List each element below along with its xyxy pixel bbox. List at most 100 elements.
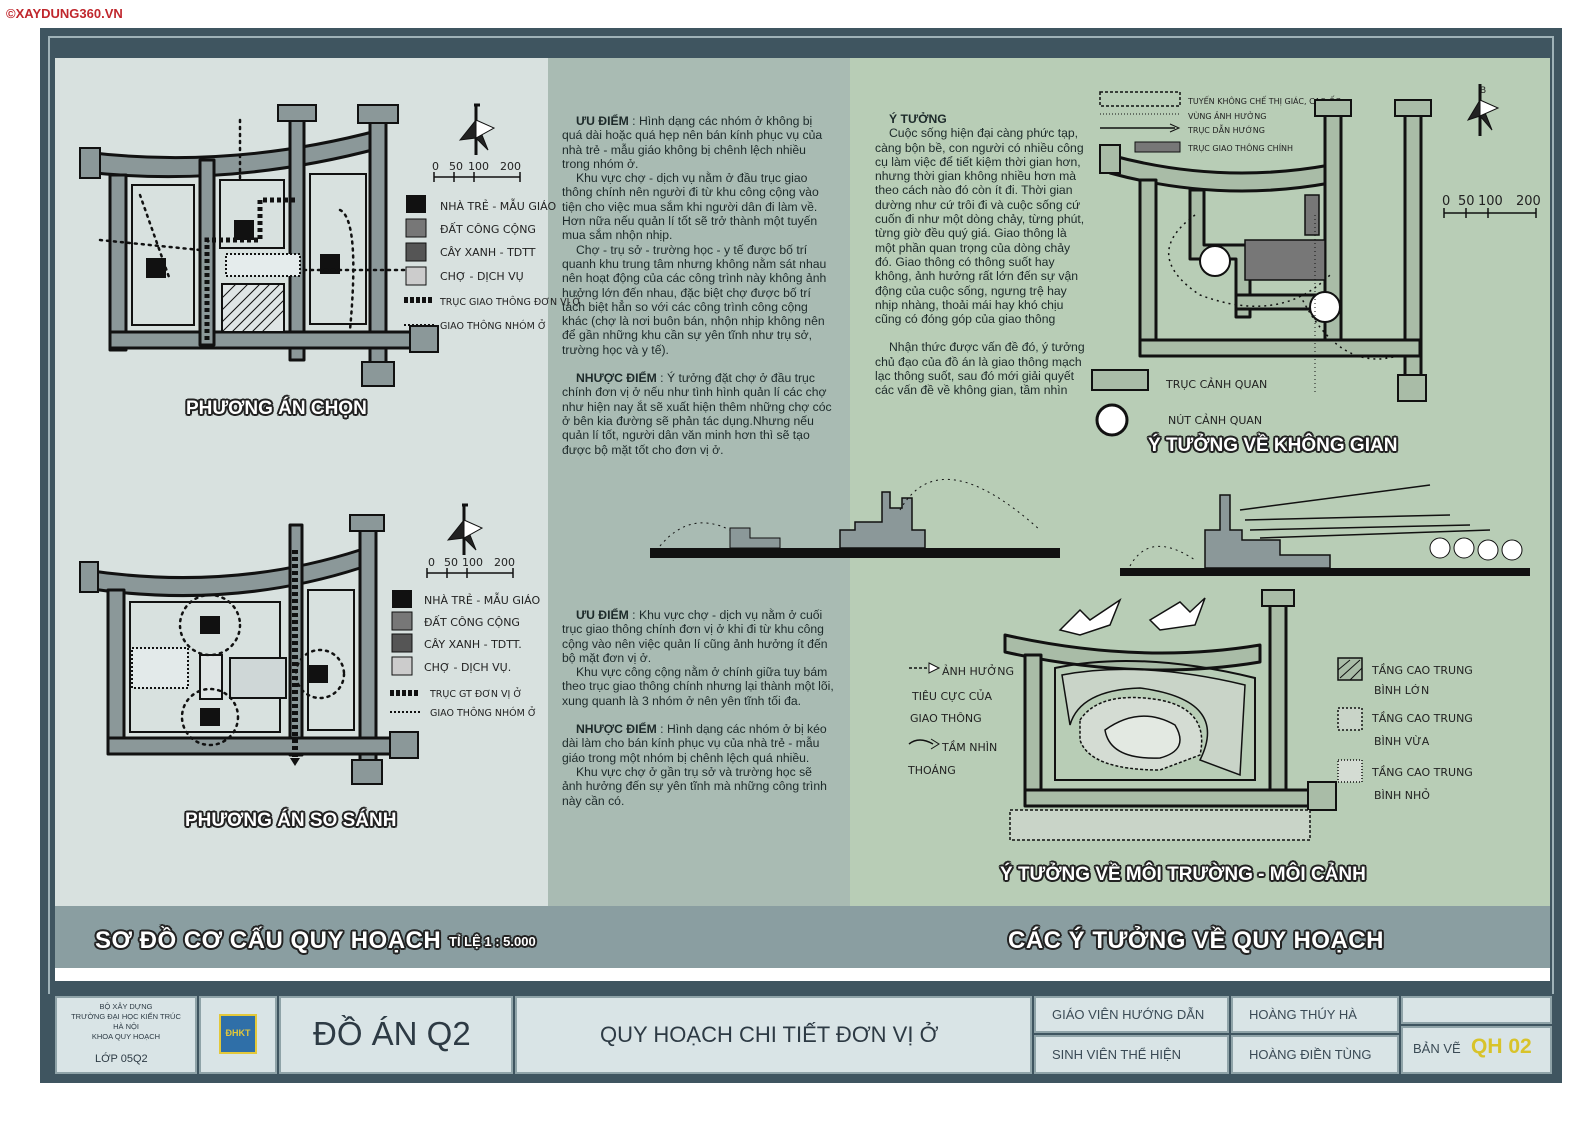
university-logo-icon: ĐHKT	[219, 1014, 257, 1054]
scale-label-100: 100	[468, 160, 489, 173]
logo-cell: ĐHKT	[199, 996, 277, 1074]
class-label: LỚP 05Q2	[95, 1053, 148, 1065]
space-idea-drawing	[1099, 99, 1432, 402]
env-legend-left-icons	[908, 662, 941, 750]
space-legend-icons	[1099, 91, 1181, 153]
legend2-item-4: TRỤC GT ĐƠN VỊ Ở	[430, 689, 523, 700]
legend1-item-2: CÂY XANH - TDTT	[440, 246, 536, 259]
analysis-block-1: ƯU ĐIỂM : Hình dạng các nhóm ở không bị …	[562, 114, 834, 457]
legend2-item-0: NHÀ TRẺ - MẪU GIÁO	[424, 594, 541, 607]
legend2-item-3: CHỢ - DỊCH VỤ.	[424, 661, 512, 674]
legend1-item-0: NHÀ TRẺ - MẪU GIÁO	[440, 200, 557, 213]
caption-compare-plan: PHƯƠNG ÁN SO SÁNH	[185, 810, 397, 831]
dis-p2-2: Khu vực chợ ở gần trụ sở và trường học s…	[562, 764, 827, 808]
env-legend-right-0b: BÌNH LỚN	[1374, 684, 1430, 697]
adv-text-2: : Khu vực chợ - dịch vụ nằm ở cuối trục …	[562, 608, 828, 665]
scale3-label-200: 200	[1516, 194, 1541, 209]
scale2-label-0: 0	[428, 556, 435, 569]
adv-title-1: ƯU ĐIỂM	[576, 114, 629, 128]
skyline-section-1	[650, 478, 1060, 558]
scale3-label-0: 0	[1442, 194, 1451, 209]
school-line-0: BỘ XÂY DỰNG	[99, 1002, 153, 1011]
env-legend-left-0: ẢNH HƯỞNG	[942, 665, 1015, 678]
plan-compare-drawing	[79, 514, 419, 785]
scale3-label-50: 50	[1458, 194, 1475, 209]
student-name-cell: HOÀNG ĐIỀN TÙNG	[1231, 1035, 1399, 1074]
panel-analysis-text	[548, 58, 850, 906]
caption-environment-idea: Ý TƯỞNG VỀ MÔI TRƯỜNG - MÔI CẢNH	[1000, 864, 1366, 885]
school-line-3: KHOA QUY HOẠCH	[91, 1032, 161, 1041]
project-title: ĐỒ ÁN Q2	[313, 1015, 471, 1052]
subject-title: QUY HOẠCH CHI TIẾT ĐƠN VỊ Ở	[600, 1022, 939, 1047]
idea-block: Ý TƯỞNG Cuộc sống hiện đại càng phức tạp…	[875, 112, 1085, 398]
adv-p3-1: Chợ - trụ sở - trường học - y tế được bố…	[562, 242, 827, 357]
north-arrow-icon	[1466, 84, 1500, 136]
planning-ideas-title: CÁC Ý TƯỞNG VỀ QUY HOẠCH	[1008, 927, 1384, 954]
legend1-item-4: TRỤC GIAO THÔNG ĐƠN VỊ Ở	[440, 297, 582, 308]
dis-text-1: : Ý tưởng đặt chợ ở đầu trục chính đơn v…	[562, 371, 832, 457]
space-legend-0: TUYẾN KHÔNG CHẾ THỊ GIÁC, CAO ỐC	[1188, 97, 1341, 106]
env-legend-right-2b: BÌNH NHỎ	[1374, 789, 1430, 802]
legend2-item-5: GIAO THÔNG NHÓM Ở	[430, 708, 537, 719]
north-label: B	[1480, 86, 1487, 96]
sheet-label: BẢN VẼ	[1413, 1041, 1461, 1056]
advisor-label-cell: GIÁO VIÊN HƯỚNG DẪN	[1034, 996, 1229, 1033]
env-legend-left-1: TIÊU CỰC CỦA	[912, 690, 993, 703]
school-line-2: HÀ NỘI	[113, 1022, 139, 1031]
legend1-item-1: ĐẤT CÔNG CỘNG	[440, 223, 536, 236]
plan-selected-drawing	[79, 104, 439, 387]
project-cell: ĐỒ ÁN Q2	[279, 996, 513, 1074]
scale2-label-50: 50	[444, 556, 458, 569]
structure-plan-title: SƠ ĐỒ CƠ CẤU QUY HOẠCH	[95, 927, 442, 954]
dis-title-2: NHƯỢC ĐIỂM	[576, 722, 657, 737]
scale-bar-2	[426, 568, 514, 578]
scale-note: TỈ LỆ 1 : 5.000	[449, 934, 536, 949]
legend2-item-2: CÂY XANH - TDTT.	[424, 638, 522, 651]
advisor-label: GIÁO VIÊN HƯỚNG DẪN	[1052, 1007, 1205, 1022]
env-legend-left-3: TẦM NHÌN	[942, 741, 998, 754]
caption-selected-plan: PHƯƠNG ÁN CHỌN	[186, 398, 367, 419]
scale-label-200: 200	[500, 160, 521, 173]
scale-bar-3	[1443, 208, 1537, 218]
adv-title-2: ƯU ĐIỂM	[576, 608, 629, 622]
legend-icons-1	[404, 195, 434, 326]
north-arrow-icon	[458, 103, 496, 155]
school-line-1: TRƯỜNG ĐẠI HỌC KIẾN TRÚC	[71, 1012, 181, 1021]
watermark: ©XAYDUNG360.VN	[6, 6, 123, 21]
space-legend-1: VÙNG ẢNH HƯỞNG	[1188, 112, 1267, 121]
space-legend-3: TRỤC GIAO THÔNG CHÍNH	[1188, 144, 1294, 153]
env-legend-left-4: THOÁNG	[908, 764, 956, 777]
idea-text-2: Nhận thức được vấn đề đó, ý tưởng chủ đạ…	[875, 340, 1085, 398]
scale3-label-100: 100	[1478, 194, 1503, 209]
legend-icons-2	[390, 590, 420, 713]
env-legend-right-1b: BÌNH VỪA	[1374, 735, 1430, 748]
student-name: HOÀNG ĐIỀN TÙNG	[1249, 1047, 1372, 1062]
legend2-item-1: ĐẤT CÔNG CỘNG	[424, 616, 520, 629]
scale-bar-1	[433, 172, 521, 182]
advisor-name-cell: HOÀNG THÚY HÀ	[1231, 996, 1399, 1033]
north-arrow-icon	[446, 503, 484, 555]
adv-p2-1: Khu vực chợ - dịch vụ nằm ở đầu trục gia…	[562, 171, 819, 243]
scale-label-50: 50	[449, 160, 463, 173]
environment-idea-drawing	[1003, 589, 1337, 841]
space-legend-2: TRỤC DẪN HƯỚNG	[1188, 126, 1265, 135]
subject-cell: QUY HOẠCH CHI TIẾT ĐƠN VỊ Ở	[515, 996, 1032, 1074]
sheet-number: QH 02	[1471, 1035, 1532, 1058]
band-separator	[55, 968, 1550, 981]
scale-label-0: 0	[432, 160, 439, 173]
env-legend-left-2: GIAO THÔNG	[910, 712, 982, 725]
space-legend2-1: NÚT CẢNH QUAN	[1168, 414, 1263, 427]
sheet-blank-cell	[1401, 996, 1552, 1024]
skyline-section-2	[1120, 484, 1530, 576]
dis-title-1: NHƯỢC ĐIỂM	[576, 371, 657, 386]
legend1-item-3: CHỢ - DỊCH VỤ	[440, 270, 524, 283]
idea-text: Cuộc sống hiện đại càng phức tạp, càng b…	[875, 126, 1085, 327]
sheet-number-cell: BẢN VẼ QH 02	[1401, 1026, 1552, 1074]
caption-space-idea: Ý TƯỞNG VỀ KHÔNG GIAN	[1148, 435, 1398, 456]
space-legend2-0: TRỤC CẢNH QUAN	[1166, 378, 1268, 391]
dis-text-2: : Hình dạng các nhóm ở bị kéo dài làm ch…	[562, 722, 827, 765]
legend1-item-5: GIAO THÔNG NHÓM Ở	[440, 321, 547, 332]
env-legend-right-icons	[1337, 657, 1363, 783]
analysis-block-2: ƯU ĐIỂM : Khu vực chợ - dịch vụ nằm ở cu…	[562, 608, 834, 808]
adv-p2-2: Khu vực công cộng nằm ở chính giữa tuy b…	[562, 665, 834, 708]
